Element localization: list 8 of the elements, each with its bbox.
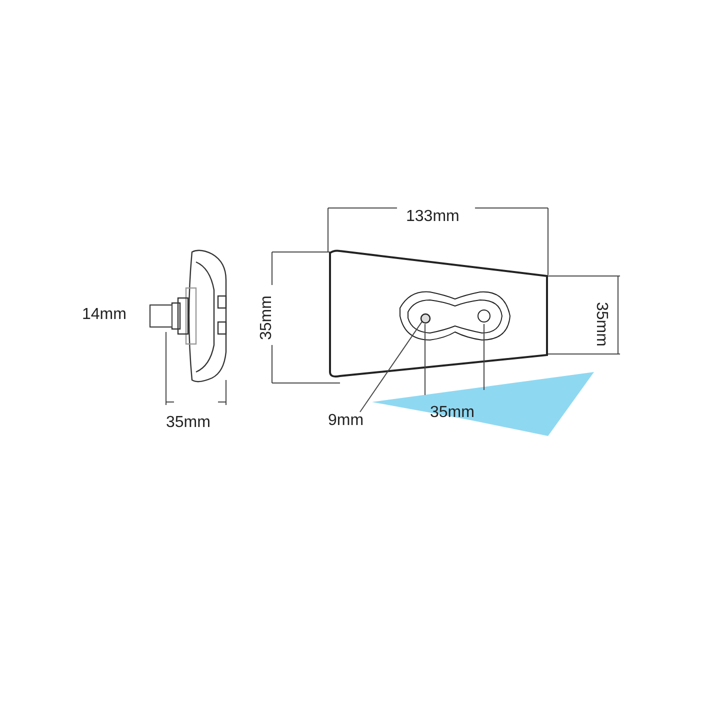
dimension-label: 133mm xyxy=(406,208,460,226)
dimension-label: 14mm xyxy=(82,306,126,324)
dimension-label: 35mm xyxy=(166,414,210,432)
dimension-label: 35mm xyxy=(430,404,474,422)
dimension-label: 35mm xyxy=(592,302,610,346)
dimension-label: 35mm xyxy=(258,296,276,340)
leader-line xyxy=(360,320,423,412)
dimension-label: 9mm xyxy=(328,412,364,430)
